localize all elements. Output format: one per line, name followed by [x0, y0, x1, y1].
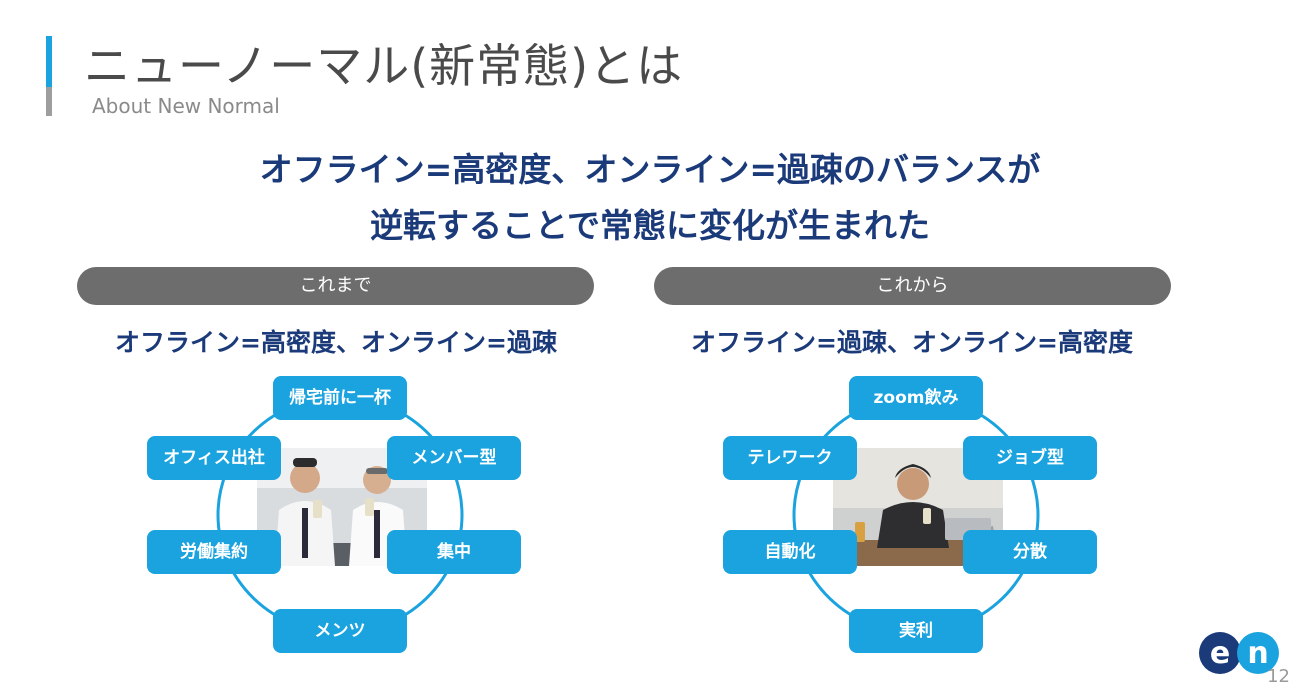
after-tag-zoom-drinks: zoom飲み — [849, 376, 983, 420]
company-logo: e n — [1199, 632, 1279, 674]
before-pill: これまで — [77, 267, 594, 305]
before-tag-drink-after-work: 帰宅前に一杯 — [273, 376, 407, 420]
after-tag-distribution: 分散 — [963, 530, 1097, 574]
before-cycle: 帰宅前に一杯 オフィス出社 メンバー型 労働集約 集中 メンツ — [140, 370, 540, 660]
after-tag-telework: テレワーク — [723, 436, 857, 480]
after-heading: オフライン=過疎、オンライン=高密度 — [691, 328, 1133, 357]
before-photo-office-drinks — [257, 448, 427, 566]
before-tag-face-saving: メンツ — [273, 609, 407, 653]
page-number: 12 — [1267, 666, 1290, 687]
before-heading: オフライン=高密度、オンライン=過疎 — [115, 328, 557, 357]
headline-line-2: 逆転することで常態に変化が生まれた — [369, 206, 930, 245]
subtitle-accent-bar — [46, 87, 52, 116]
before-tag-membership-type: メンバー型 — [387, 436, 521, 480]
before-tag-labor-intensive: 労働集約 — [147, 530, 281, 574]
before-tag-office-commute: オフィス出社 — [147, 436, 281, 480]
page-title: ニューノーマル(新常態)とは — [84, 39, 684, 93]
title-accent-bar — [46, 36, 52, 87]
headline-line-1: オフライン=高密度、オンライン=過疎のバランスが — [259, 150, 1041, 189]
page-subtitle: About New Normal — [92, 94, 280, 118]
svg-text:e: e — [1210, 636, 1230, 671]
svg-text:n: n — [1247, 636, 1268, 671]
before-tag-concentration: 集中 — [387, 530, 521, 574]
after-tag-job-type: ジョブ型 — [963, 436, 1097, 480]
after-pill: これから — [654, 267, 1171, 305]
after-tag-practical-benefit: 実利 — [849, 609, 983, 653]
after-tag-automation: 自動化 — [723, 530, 857, 574]
after-cycle: zoom飲み テレワーク ジョブ型 自動化 分散 実利 — [716, 370, 1116, 660]
